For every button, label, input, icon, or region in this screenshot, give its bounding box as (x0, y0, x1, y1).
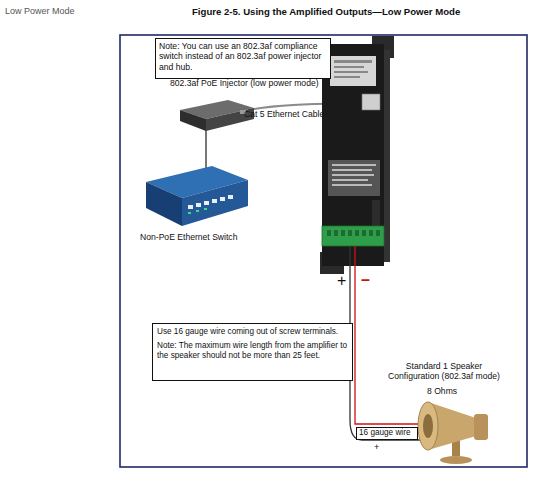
wire-gauge-label: 16 gauge wire (359, 428, 415, 438)
ethernet-cable (205, 128, 207, 170)
screw-terminal-block (322, 226, 384, 246)
polarity-symbol: + (337, 272, 346, 290)
speaker-wire-negative (350, 246, 422, 440)
section-heading: Low Power Mode (5, 6, 75, 16)
note-text: Note: You can use an 802.3af compliance … (159, 41, 327, 72)
figure-frame (120, 35, 527, 467)
polarity-symbol: + (374, 442, 379, 452)
cable-label: Cat 5 Ethernet Cable (244, 110, 324, 120)
device-label: 802.3af PoE Injector (low power mode) (170, 79, 319, 89)
label-box: 16 gauge wire (356, 427, 418, 440)
speaker-label: Standard 1 Speaker Configuration (802.3a… (380, 362, 508, 382)
note-text: Note: The maximum wire length from the a… (157, 341, 348, 361)
impedance-label: 8 Ohms (427, 387, 457, 397)
poe-injector (180, 100, 254, 131)
speaker-wire-positive (355, 246, 420, 424)
note-box: Use 16 gauge wire coming out of screw te… (152, 323, 353, 381)
wire-instruction: Use 16 gauge wire coming out of screw te… (157, 327, 348, 337)
device-label: Non-PoE Ethernet Switch (140, 233, 237, 243)
ethernet-switch (146, 166, 248, 226)
figure-title: Figure 2-5. Using the Amplified Outputs—… (192, 6, 460, 17)
note-box: Note: You can use an 802.3af compliance … (155, 38, 331, 79)
polarity-symbol: – (361, 271, 370, 289)
horn-speaker (418, 402, 488, 464)
paging-amplifier (320, 36, 394, 274)
